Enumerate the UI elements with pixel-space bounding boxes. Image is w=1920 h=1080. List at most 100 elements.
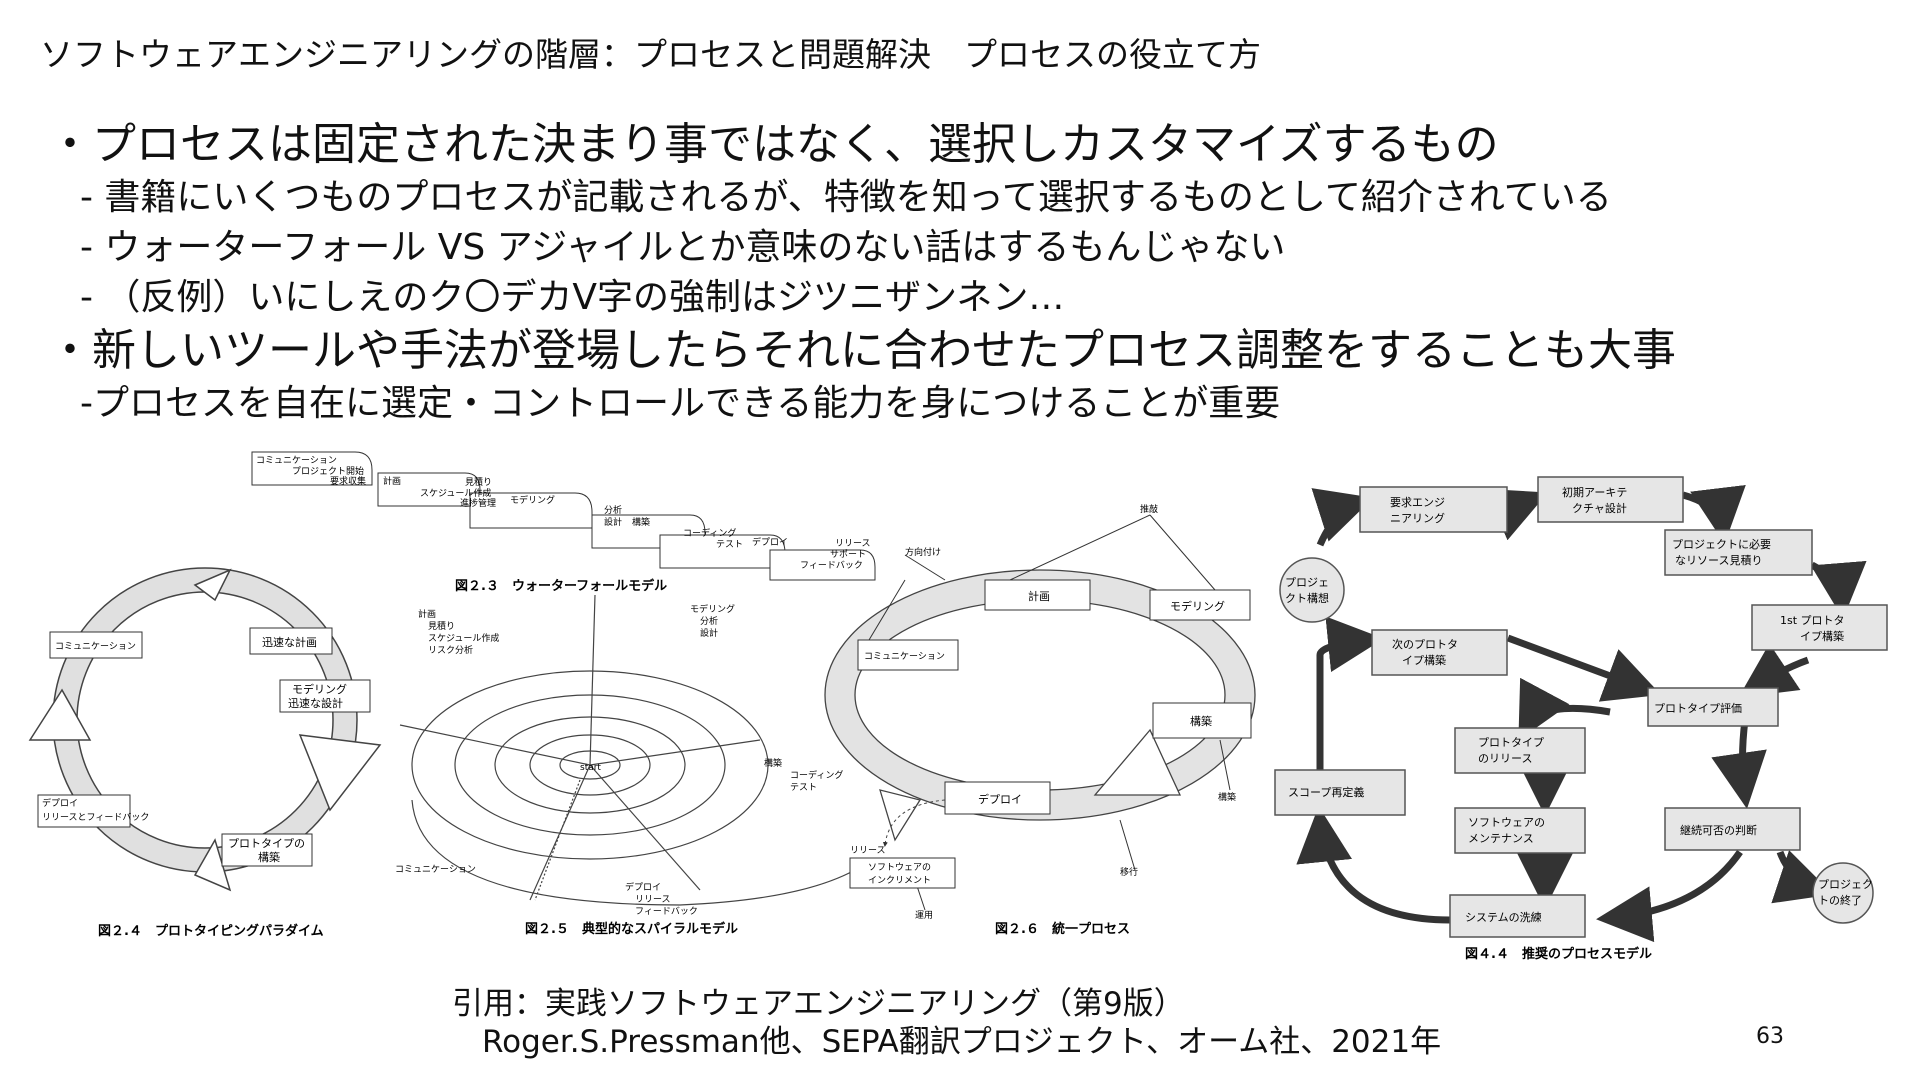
waterfall-label-planning: 計画	[383, 475, 401, 487]
node-label: ソフトウェアの	[1468, 816, 1545, 829]
spiral-label: スケジュール作成	[428, 632, 499, 644]
unified-label: 構築	[1190, 714, 1212, 728]
slide-title: ソフトウェアエンジニアリングの階層：プロセスと問題解決 プロセスの役立て方	[40, 35, 1261, 74]
node-label: スコープ再定義	[1288, 785, 1364, 799]
spiral-label: コーディング	[790, 769, 843, 781]
node-label: 要求エンジ	[1390, 496, 1445, 509]
node-label: クチャ設計	[1572, 501, 1627, 515]
proto-label: コミュニケーション	[55, 641, 136, 652]
unified-arrowhead	[879, 789, 922, 842]
node-label: 継続可否の判断	[1680, 823, 1757, 837]
node-label: のリリース	[1478, 752, 1532, 765]
spiral-label: 分析	[700, 615, 718, 627]
proto-label: モデリング	[292, 682, 347, 696]
sub-bullet-2-1: -プロセスを自在に選定・コントロールできる能力を身につけることが重要	[80, 383, 1281, 424]
spiral-label: モデリング	[690, 603, 735, 615]
waterfall-diagram: コミュニケーション プロジェクト開始 要求収集 計画 見積り スケジュール作成 …	[251, 451, 876, 594]
recommended-process-diagram: プロジェ クト構想 要求エンジ ニアリング 初期アーキテ クチャ設計 プロジェク…	[1274, 476, 1888, 962]
proto-label: デプロイ	[42, 797, 78, 809]
node-label: なリソース見積り	[1675, 553, 1762, 567]
spiral-diagram	[399, 594, 856, 906]
waterfall-label-deploy: デプロイ	[752, 536, 788, 548]
spiral-label: リスク分析	[428, 644, 473, 656]
unified-phase: 移行	[1120, 866, 1138, 878]
waterfall-step-communication	[251, 451, 373, 486]
proto-box-deploy	[37, 794, 131, 828]
cycle-arrowhead	[193, 568, 232, 602]
proto-box-modeling	[279, 679, 371, 713]
cycle-arrowhead	[298, 734, 382, 812]
node-resource-estimate	[1664, 529, 1813, 576]
proto-label: 構築	[258, 850, 280, 864]
spiral-label: コミュニケーション	[395, 864, 476, 875]
unified-box-planning	[984, 579, 1091, 611]
waterfall-note: コーディング	[683, 527, 736, 539]
waterfall-note: 見積り	[465, 476, 492, 488]
waterfall-label-construction: 構築	[632, 516, 650, 528]
waterfall-label-communication: コミュニケーション	[256, 455, 337, 466]
waterfall-note: テスト	[716, 539, 743, 550]
waterfall-label-modeling: モデリング	[510, 494, 555, 506]
unified-release-label: リリース	[850, 846, 886, 856]
node-label: システムの洗練	[1465, 910, 1542, 924]
unified-box-communication	[857, 639, 959, 671]
proto-box-communication	[49, 631, 143, 659]
node-label: トの終了	[1818, 893, 1862, 907]
spiral-label: 見積り	[428, 620, 455, 632]
unified-process-diagram: 計画 モデリング 構築 デプロイ コミュニケーション リリース ソフトウェアの …	[824, 503, 1256, 937]
waterfall-note: サポート	[830, 549, 866, 560]
node-first-prototype	[1751, 604, 1888, 651]
node-next-prototype	[1371, 629, 1508, 676]
proto-label: リリースとフィードバック	[42, 812, 149, 823]
sub-bullet-1-1: - 書籍にいくつものプロセスが記載されるが、特徴を知って選択するものとして紹介さ…	[80, 177, 1612, 218]
node-project-concept	[1279, 557, 1345, 623]
unified-label: 計画	[1028, 589, 1050, 603]
unified-phase: 構築	[1218, 791, 1236, 803]
spiral-label: 構築	[764, 757, 782, 769]
node-label: クト構想	[1285, 591, 1329, 605]
unified-box-construction	[1152, 702, 1252, 739]
spiral-caption: 図２.５ 典型的なスパイラルモデル	[525, 921, 738, 937]
unified-box-modeling	[1149, 589, 1251, 621]
node-initial-architecture	[1537, 476, 1684, 523]
node-label: ニアリング	[1390, 511, 1445, 525]
node-requirements	[1359, 486, 1508, 533]
unified-label: デプロイ	[978, 792, 1022, 806]
node-software-maintenance	[1454, 807, 1586, 854]
recommended-caption: 図４.４ 推奨のプロセスモデル	[1465, 946, 1652, 962]
node-label: イプ構築	[1402, 653, 1446, 667]
unified-box-increment	[849, 857, 956, 889]
waterfall-note: 要求収集	[330, 475, 366, 487]
waterfall-note: フィードバック	[800, 560, 863, 571]
unified-label: ソフトウェアの	[868, 862, 931, 873]
node-system-refine	[1449, 894, 1586, 938]
node-label: プロジェ	[1285, 576, 1329, 589]
proto-box-build	[221, 833, 313, 867]
spiral-label: リリース	[635, 895, 671, 905]
proto-label: プロトタイプの	[228, 837, 305, 850]
node-prototype-release	[1454, 727, 1586, 774]
waterfall-note: 進捗管理	[460, 497, 496, 509]
unified-phase: 運用	[915, 910, 933, 921]
node-project-end	[1812, 862, 1874, 924]
unified-label: モデリング	[1170, 599, 1225, 613]
spiral-label-start: start	[580, 763, 601, 773]
page-number: 63	[1756, 1024, 1784, 1049]
waterfall-note: プロジェクト開始	[292, 465, 364, 477]
prototyping-diagram: コミュニケーション 迅速な計画 モデリング 迅速な設計 プロトタイプの 構築 デ…	[28, 567, 382, 939]
proto-label: 迅速な計画	[262, 635, 317, 649]
bullet-1: ・プロセスは固定された決まり事ではなく、選択しカスタマイズするもの	[48, 119, 1499, 170]
waterfall-note: リリース	[835, 539, 871, 549]
node-continue-judge	[1664, 807, 1801, 851]
spiral-label: テスト	[790, 782, 817, 793]
node-label: プロジェク	[1818, 878, 1873, 891]
waterfall-note: 設計	[604, 516, 622, 528]
node-label: 初期アーキテ	[1562, 485, 1627, 499]
citation-line-1: 引用：実践ソフトウェアエンジニアリング（第9版）	[452, 986, 1185, 1022]
unified-phase: 推敲	[1140, 503, 1158, 515]
node-label: 次のプロトタ	[1392, 637, 1458, 651]
sub-bullet-1-3: - （反例）いにしえのク〇デカV字の強制はジツニザンネン…	[80, 277, 1065, 318]
node-label: プロジェクトに必要	[1672, 538, 1771, 551]
node-label: イプ構築	[1800, 629, 1844, 643]
node-prototype-eval	[1647, 687, 1779, 727]
